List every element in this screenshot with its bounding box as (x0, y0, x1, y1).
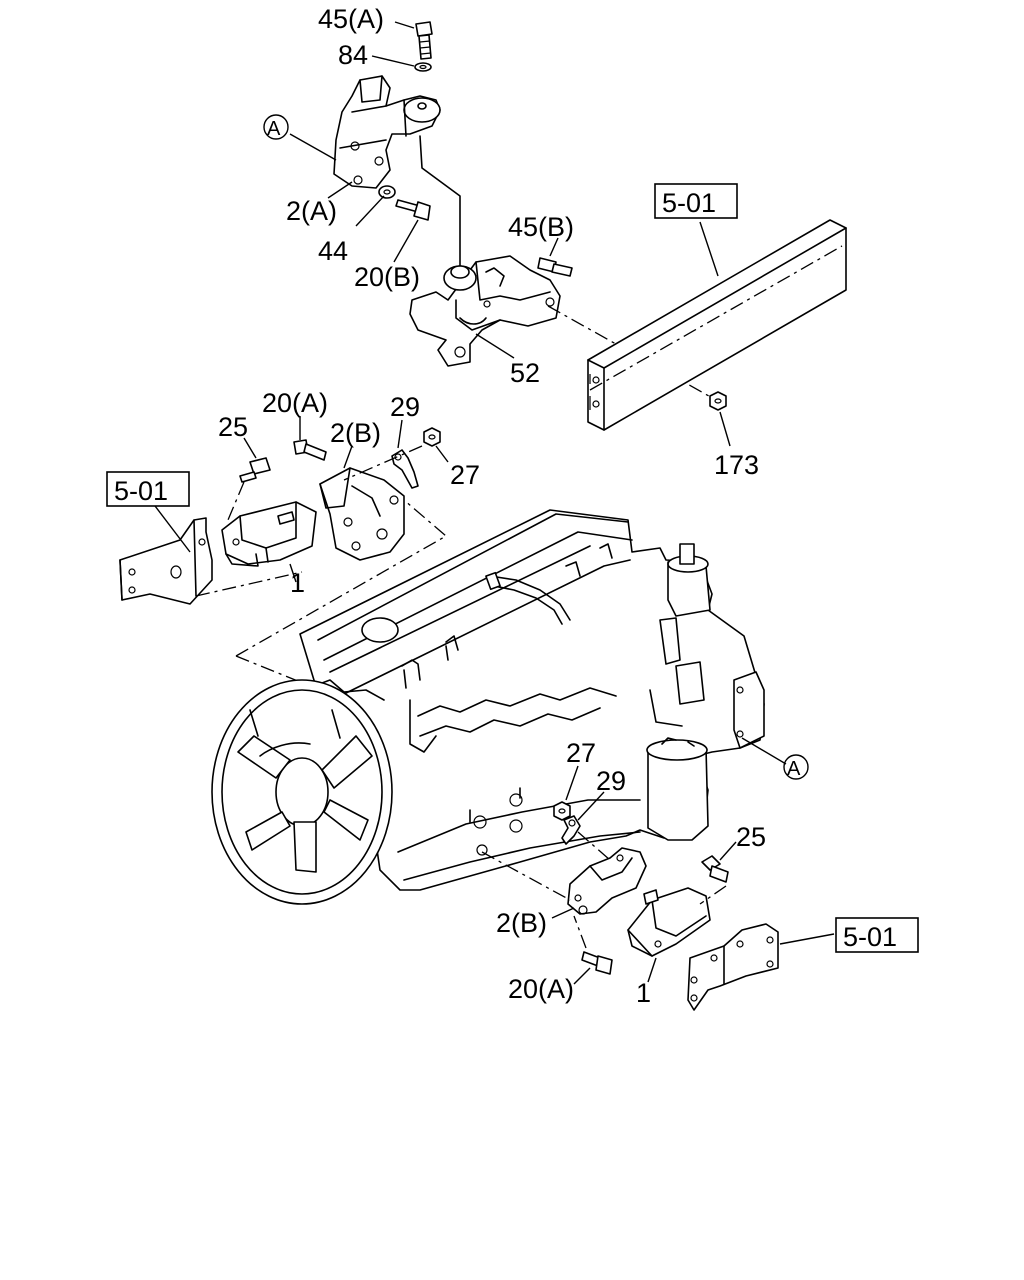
callout-25-right: 25 (736, 822, 766, 852)
callout-1-right: 1 (636, 978, 651, 1008)
callout-20a-right: 20(A) (508, 974, 574, 1004)
callout-25-left: 25 (218, 412, 248, 442)
callout-1-left: 1 (290, 568, 305, 598)
callout-2b-left: 2(B) (330, 418, 381, 448)
left-frame-bracket (119, 517, 213, 605)
ref-box-frame-top (654, 183, 738, 219)
right-mount-rubber-1 (627, 887, 711, 957)
callout-2b-right: 2(B) (496, 908, 547, 938)
right-frame-bracket (687, 923, 779, 1011)
left-25-axis (227, 481, 245, 521)
rear-mount-bolt-45a (415, 21, 433, 60)
callout-44: 44 (318, 236, 348, 266)
ref-right: 5-01 (843, 922, 897, 952)
callout-20a-left: 20(A) (262, 388, 328, 418)
left-clip-29 (391, 449, 419, 489)
nut-173 (709, 391, 727, 411)
right-clip-29 (561, 815, 581, 845)
left-plane-line-1 (195, 571, 303, 597)
right-20a-axis (573, 915, 587, 949)
callout-circle-a-right: A (787, 758, 801, 780)
callout-circle-a-top-ring (263, 114, 289, 140)
callout-52: 52 (510, 358, 540, 388)
ref-frame-top: 5-01 (662, 188, 716, 218)
centerline-45b-to-frame (547, 305, 717, 401)
bolt-45b (537, 257, 573, 277)
engine-fan (211, 679, 393, 905)
callout-29-right: 29 (596, 766, 626, 796)
washer-44 (378, 185, 396, 199)
left-stud-bolt (277, 511, 295, 525)
ref-box-left (106, 471, 190, 507)
callout-27-right: 27 (566, 738, 596, 768)
callout-circle-a-right-ring (783, 754, 809, 780)
callout-45a: 45(A) (318, 4, 384, 34)
bolt-20b (395, 199, 431, 221)
left-bracket-2b (319, 467, 405, 561)
callout-173: 173 (714, 450, 759, 480)
left-bolt-20a (293, 439, 327, 461)
right-27-axis (577, 831, 611, 861)
callout-29-left: 29 (390, 392, 420, 422)
washer-84 (414, 62, 432, 72)
left-nut-27 (423, 427, 441, 447)
right-25-axis (699, 885, 727, 905)
leader-lines (151, 21, 835, 985)
upper-bracket-2a (333, 75, 441, 189)
ref-left: 5-01 (114, 476, 168, 506)
callout-84: 84 (338, 40, 368, 70)
rear-mount-rubber-52 (409, 255, 561, 367)
callout-circle-a-top: A (267, 118, 281, 140)
callout-20b: 20(B) (354, 262, 420, 292)
left-mount-plane (235, 499, 448, 657)
callout-2a: 2(A) (286, 196, 337, 226)
left-bolt-25 (239, 457, 271, 483)
frame-rail-5-01 (587, 219, 847, 431)
callout-27-left: 27 (450, 460, 480, 490)
right-mount-plane (481, 851, 571, 901)
ref-box-right (835, 917, 919, 953)
bracket-alignment-line (419, 135, 461, 271)
right-bolt-25 (701, 855, 729, 883)
engine-block (299, 509, 765, 891)
callout-45b: 45(B) (508, 212, 574, 242)
right-bracket-2b (567, 847, 647, 915)
right-nut-27 (553, 801, 571, 821)
left-mount-rubber-1 (221, 501, 317, 567)
right-bolt-20a (581, 951, 613, 975)
